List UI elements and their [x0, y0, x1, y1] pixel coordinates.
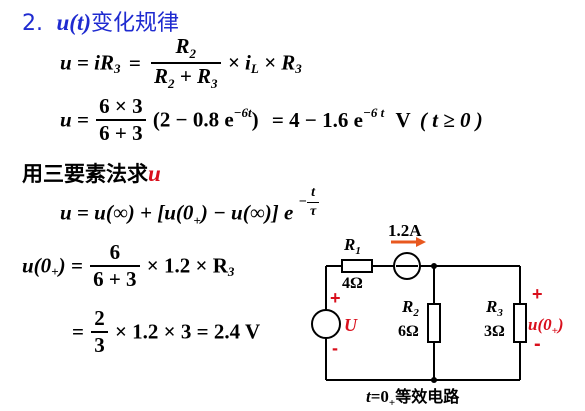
r2-label: R2: [401, 297, 419, 319]
circuit-caption: t=0+等效电路: [366, 387, 460, 408]
r2-value: 6Ω: [398, 323, 419, 340]
current-source: [393, 252, 421, 280]
equation-1: u = iR3 = R2 R2 + R3 × iL × R3: [60, 34, 302, 92]
u-minus: -: [332, 338, 338, 358]
eq5-fraction: 2 3: [91, 308, 108, 356]
heading-number: 2.: [22, 11, 43, 36]
junction-dot: [431, 263, 437, 269]
resistor-r1: [341, 259, 373, 273]
u-plus: +: [330, 288, 341, 308]
heading-text: 变化规律: [91, 11, 180, 36]
r1-value: 4Ω: [342, 275, 363, 292]
output-label: u(0+): [528, 315, 564, 337]
resistor-r3: [513, 303, 527, 343]
equation-5: = 2 3 × 1.2 × 3 = 2.4 V: [72, 306, 261, 357]
source-label: 1.2A: [388, 221, 422, 240]
voltage-source-u: [311, 309, 341, 339]
output-plus: +: [532, 284, 543, 304]
r3-label: R3: [485, 297, 503, 319]
method-line: 用三要素法求u: [22, 161, 161, 186]
equation-3: u = u(∞) + [u(0+) − u(∞)] e − t τ: [60, 186, 320, 233]
current-arrow-head: [416, 237, 426, 247]
output-minus: -: [534, 333, 541, 355]
heading-variable: u(t): [56, 10, 92, 35]
eq1-fraction: R2 R2 + R3: [150, 36, 221, 90]
r1-label: R1: [343, 235, 361, 257]
equivalent-circuit: R1 4Ω 1.2A R2 6Ω R3 3Ω + U - + u(0+) - t…: [311, 221, 564, 408]
r3-value: 3Ω: [484, 323, 505, 340]
equation-4: u(0+) = 6 6 + 3 × 1.2 × R3: [22, 240, 235, 291]
heading: 2. u(t)变化规律: [22, 11, 179, 35]
eq4-fraction: 6 6 + 3: [90, 242, 140, 290]
junction-dot: [431, 377, 437, 383]
equation-2: u = 6 × 3 6 + 3 (2 − 0.8 e−6t) = 4 − 1.6…: [60, 94, 483, 145]
eq2-fraction: 6 × 3 6 + 3: [96, 96, 146, 144]
resistor-r2: [427, 303, 441, 343]
u-label: U: [344, 315, 358, 335]
eq3-exponent: − t τ: [299, 186, 320, 219]
